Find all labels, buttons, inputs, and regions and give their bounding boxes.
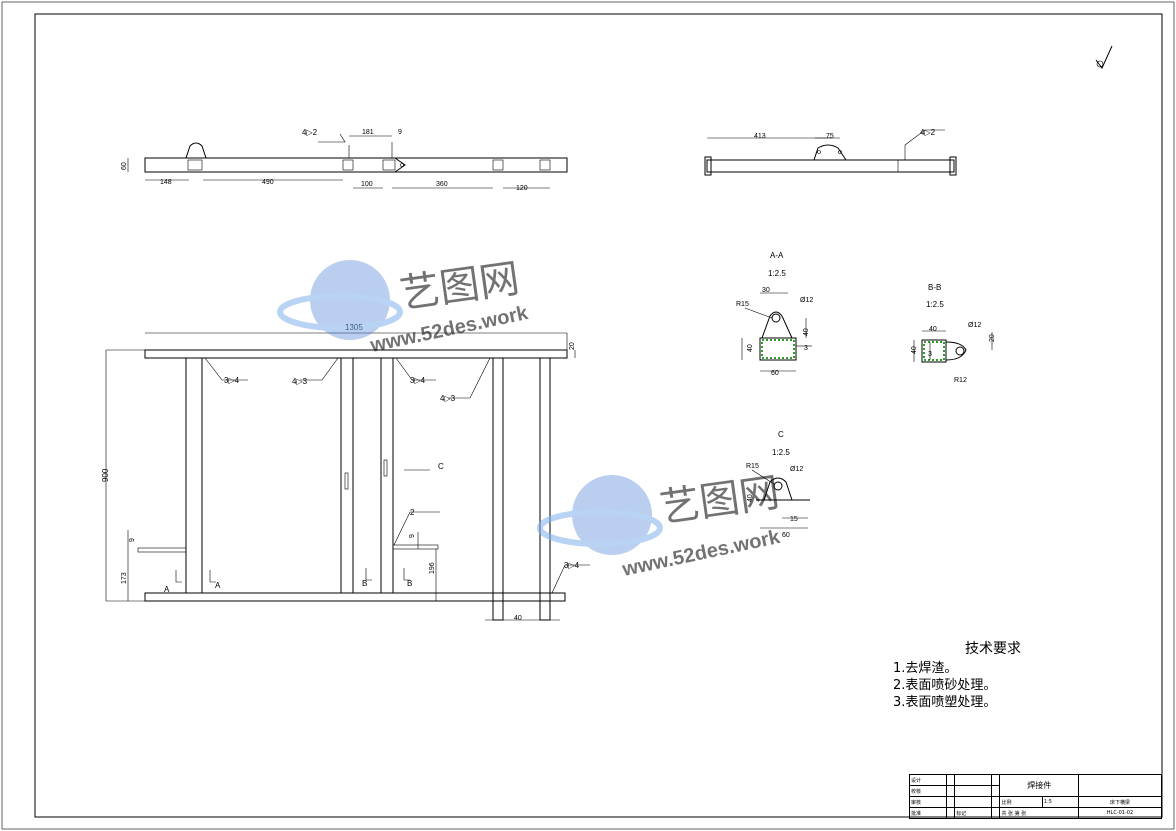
aa-dim-3: 3 xyxy=(804,345,808,352)
section-bb-scale: 1:2.5 xyxy=(926,300,944,309)
section-aa-scale: 1:2.5 xyxy=(768,269,786,278)
section-mark-b-left: B xyxy=(362,579,367,588)
side-view-lug xyxy=(813,144,847,161)
dim-9: 9 xyxy=(398,129,402,136)
tb-sheet-info: 共 张 第 张 xyxy=(999,807,1079,819)
dim-20: 20 xyxy=(569,342,576,350)
weld-2: 4▷3 xyxy=(292,377,308,386)
weld-6: 3▷4 xyxy=(564,561,580,570)
detail-c: C 1:2.5 R15 Ø12 40 15 60 xyxy=(746,430,810,539)
watermark-globe-icon xyxy=(310,260,390,340)
watermark-cn-2: 艺图网 xyxy=(657,470,782,532)
tech-item-2: 2.表面喷砂处理。 xyxy=(893,678,997,693)
bb-dim-3: 3 xyxy=(928,351,932,358)
bb-dim-20: 20 xyxy=(989,334,996,342)
leg-2 xyxy=(340,357,354,594)
tb-drawing-no: HLC-01-02 xyxy=(1077,807,1163,819)
side-view: 413 75 4▷2 xyxy=(704,128,957,176)
c-dim-r15: R15 xyxy=(746,463,759,470)
dim-100: 100 xyxy=(361,181,373,188)
tb-check: 校核 xyxy=(909,785,947,797)
section-aa-title: A-A xyxy=(770,251,784,260)
leg-5 xyxy=(539,357,551,621)
dim-196: 196 xyxy=(429,562,436,574)
section-aa-hatch xyxy=(761,339,795,359)
section-mark-b-right: B xyxy=(407,579,412,588)
c-dim-15: 15 xyxy=(790,516,798,523)
title-block: 设计 焊接件 校核 审核 比例 1:5 床下横梁 批准 标记 共 张 第 张 H… xyxy=(909,774,1163,819)
aa-dim-phi12: Ø12 xyxy=(800,297,813,304)
tech-item-1: 1.去焊渣。 xyxy=(893,661,958,676)
dim-9-mid: 9 xyxy=(409,534,416,538)
weld-4: 4▷3 xyxy=(440,394,456,403)
section-bb: B-B 1:2.5 40 Ø12 20 40 3 R12 xyxy=(911,283,996,384)
section-bb-title: B-B xyxy=(928,283,941,292)
c-dim-60: 60 xyxy=(782,532,790,539)
surface-roughness-symbol xyxy=(1095,45,1113,69)
detail-c-scale: 1:2.5 xyxy=(772,448,790,457)
section-mark-a-right: A xyxy=(215,581,221,590)
tech-title: 技术要求 xyxy=(965,641,1021,657)
weld-1: 3▷4 xyxy=(224,376,240,385)
c-dim-phi12: Ø12 xyxy=(790,466,803,473)
aa-dim-r15: R15 xyxy=(736,301,749,308)
dim-148: 148 xyxy=(160,179,172,186)
dim-413: 413 xyxy=(754,133,766,140)
front-view: 20 1305 900 173 9 9 196 40 3▷4 4▷3 3▷4 4… xyxy=(101,323,590,622)
leg-3 xyxy=(380,357,394,594)
bb-dim-40-left: 40 xyxy=(911,346,918,354)
section-bb-hatch xyxy=(923,341,945,361)
leg-1 xyxy=(185,357,203,594)
weld-symbol: 4▷2 xyxy=(302,128,318,137)
dim-75: 75 xyxy=(826,133,834,140)
side-view-tube xyxy=(706,159,955,173)
dim-9-left: 9 xyxy=(129,538,136,542)
front-bottom-beam xyxy=(144,592,566,602)
dim-60: 60 xyxy=(121,162,128,170)
dim-181: 181 xyxy=(362,129,374,136)
dim-490: 490 xyxy=(262,179,274,186)
tb-design: 设计 xyxy=(909,774,947,786)
top-view-beam xyxy=(144,157,568,173)
top-view-lug-left xyxy=(185,142,207,159)
tb-material: 床下横梁 xyxy=(1077,796,1163,808)
section-aa: A-A 1:2.5 30 R15 Ø12 40 40 3 60 xyxy=(736,251,813,377)
tb-part-name: 焊接件 xyxy=(999,774,1079,797)
leg-4 xyxy=(492,357,504,621)
aa-dim-40-left: 40 xyxy=(747,344,754,352)
aa-dim-30: 30 xyxy=(762,287,770,294)
aa-dim-60: 60 xyxy=(771,370,779,377)
detail-mark-c: C xyxy=(438,462,444,471)
aa-dim-40-right: 40 xyxy=(803,328,810,336)
technical-requirements: 技术要求 1.去焊渣。 2.表面喷砂处理。 3.表面喷塑处理。 xyxy=(893,638,1093,711)
bb-dim-phi12: Ø12 xyxy=(968,322,981,329)
tb-review: 审核 xyxy=(909,796,947,808)
tech-item-3: 3.表面喷塑处理。 xyxy=(893,695,997,710)
detail-c-title: C xyxy=(778,430,784,439)
tb-approve: 批准 xyxy=(909,807,947,819)
weld-3: 3▷4 xyxy=(410,376,426,385)
dim-900: 900 xyxy=(101,468,110,482)
c-dim-40: 40 xyxy=(747,494,754,502)
dim-40: 40 xyxy=(514,615,522,622)
watermark-1: 艺图网 www.52des.work xyxy=(277,256,531,357)
front-top-beam xyxy=(144,349,568,359)
dim-360: 360 xyxy=(436,181,448,188)
dim-120: 120 xyxy=(516,185,528,192)
section-mark-a-left: A xyxy=(164,585,170,594)
weld-5: 2 xyxy=(410,508,415,517)
inner-border xyxy=(34,13,1163,818)
bb-dim-r12: R12 xyxy=(954,377,967,384)
tb-scale-label: 比例 xyxy=(999,796,1043,808)
bb-dim-40: 40 xyxy=(929,326,937,333)
tb-mark: 标记 xyxy=(954,807,992,819)
dim-173: 173 xyxy=(121,572,128,584)
side-weld-symbol: 4▷2 xyxy=(920,128,936,137)
tb-scale-value: 1:5 xyxy=(1041,796,1079,808)
top-view: 60 148 490 100 360 120 181 9 4▷2 xyxy=(121,128,568,192)
